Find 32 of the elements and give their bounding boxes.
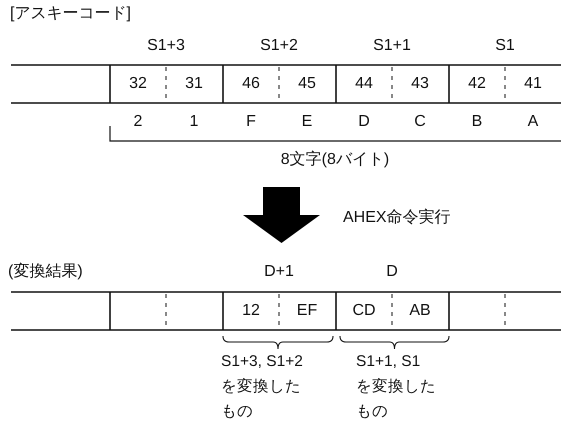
instruction-label: AHEX命令実行 xyxy=(343,208,451,228)
cell-value: 42 xyxy=(468,74,486,94)
heading: (変換結果) xyxy=(8,262,83,282)
register-label: S1+3 xyxy=(147,36,185,56)
character-label: 2 xyxy=(134,112,142,132)
cell-value: 12 xyxy=(242,301,260,320)
cell-value: EF xyxy=(296,301,318,320)
register-label: S1+2 xyxy=(260,36,298,56)
register-label: S1+1 xyxy=(373,36,411,56)
character-label: B xyxy=(472,112,482,132)
cell-value: AB xyxy=(409,301,431,320)
cell-value: 43 xyxy=(411,74,429,94)
character-label: D xyxy=(358,112,370,132)
note: S1+1, S1を変換したもの xyxy=(356,352,437,422)
heading: [アスキーコード] xyxy=(10,4,131,24)
character-label: A xyxy=(528,112,538,132)
register-label: D xyxy=(386,262,398,282)
cell-value: 41 xyxy=(524,74,542,94)
character-label: 1 xyxy=(190,112,198,132)
bracket-label: 8文字(8バイト) xyxy=(280,150,390,170)
character-label: C xyxy=(414,112,426,132)
cell-value: 46 xyxy=(242,74,260,94)
cell-value: 31 xyxy=(185,74,203,94)
cell-value: 45 xyxy=(298,74,316,94)
character-label: E xyxy=(302,112,312,132)
register-label: D+1 xyxy=(264,262,294,282)
cell-value: 44 xyxy=(355,74,373,94)
register-label: S1 xyxy=(495,36,515,56)
character-label: F xyxy=(246,112,256,132)
note: S1+3, S1+2を変換したもの xyxy=(221,352,304,422)
cell-value: 32 xyxy=(129,74,147,94)
cell-value: CD xyxy=(352,301,376,320)
